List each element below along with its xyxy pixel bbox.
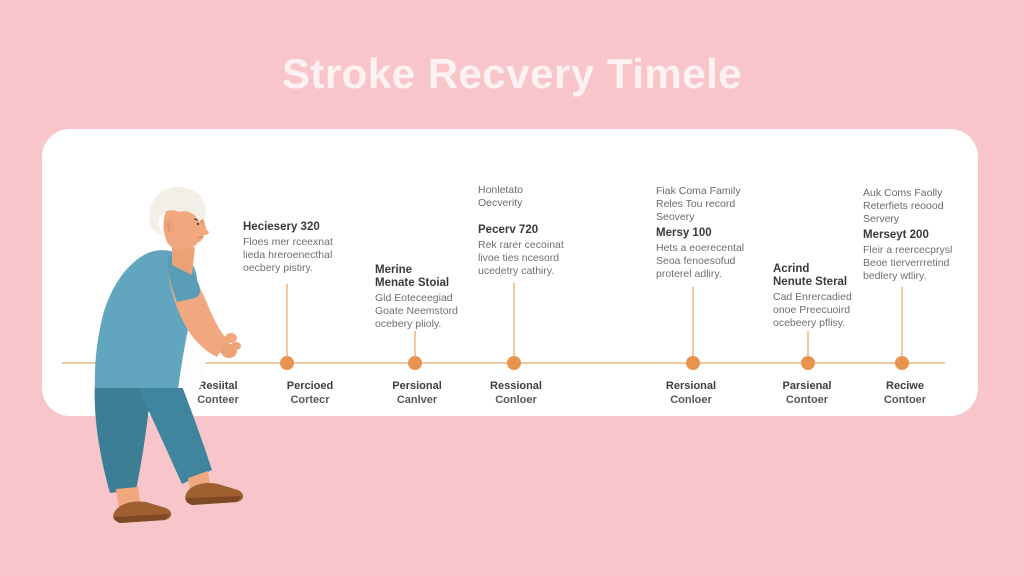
milestone-6-eyebrow-line: Reterfiets reoood [863, 200, 944, 212]
timeline-dot-1 [280, 356, 294, 370]
milestone-3-body-line: Rek rarer cecoinat [478, 239, 564, 251]
axis-label-2-line2: Cortecr [290, 394, 330, 406]
axis-label-1-line1: Resiital [198, 380, 238, 392]
axis-label-4-line1: Ressional [490, 380, 542, 392]
milestone-2-body-line: ocebery plioly. [375, 318, 442, 330]
milestone-2: Merine Menate Stoial Gld Eoteceegiad Goa… [375, 264, 493, 331]
milestone-5-title: Acrind [773, 263, 810, 275]
axis-label-3-line1: Persional [392, 380, 442, 392]
axis-label-5: Rersional Conloer [666, 379, 716, 407]
milestone-6-body-line: bedlery wtliry. [863, 270, 927, 282]
timeline-axis-line [62, 362, 945, 364]
milestone-4-eyebrow-line: Seovery [656, 211, 695, 223]
axis-label-3: Persional Canlver [392, 379, 442, 407]
milestone-3-body-line: ucedetry cathiry. [478, 265, 555, 277]
milestone-5-body-line: Cad Enrercadied [773, 291, 852, 303]
axis-label-6: Parsienal Contoer [783, 379, 832, 407]
timeline-stem-4 [692, 287, 694, 363]
milestone-4-body-line: proterel adliry. [656, 268, 722, 280]
milestone-4-title: Mersy 100 [656, 227, 712, 239]
timeline-dot-6 [895, 356, 909, 370]
milestone-2-body-line: Gld Eoteceegiad [375, 292, 453, 304]
milestone-2-body-line: Goate Neemstord [375, 305, 458, 317]
milestone-5-title: Nenute Steral [773, 276, 848, 288]
milestone-4-body-line: Hets a eoerecental [656, 242, 745, 254]
axis-label-1: Resiital Conteer [197, 379, 239, 407]
timeline-dot-5 [801, 356, 815, 370]
timeline-stem-1 [286, 284, 288, 363]
elderly-person-illustration [94, 186, 244, 523]
timeline-stem-5 [807, 331, 809, 363]
milestone-6-body-line: Beoe tierverrretind [863, 257, 950, 269]
milestone-3-body-line: livoe ties ncesord [478, 252, 560, 264]
milestone-3-title: Pecerv 720 [478, 224, 539, 236]
milestone-1-body-line: oecbery pistiry. [243, 262, 313, 274]
milestone-5: Acrind Nenute Steral Cad Enrercadied ono… [773, 263, 891, 330]
milestone-6-body-line: Fleir a reercecprysl [863, 244, 953, 256]
axis-label-4-line2: Conloer [495, 394, 537, 406]
timeline-stem-3 [513, 283, 515, 363]
milestone-4-eyebrow-line: Fiak Coma Family [656, 185, 741, 197]
axis-label-1-line2: Conteer [197, 394, 239, 406]
milestone-6: Auk Coms Faolly Reterfiets reoood Server… [863, 187, 981, 283]
page-title: Stroke Recvery Timele [281, 50, 743, 97]
axis-label-6-line1: Parsienal [782, 380, 832, 392]
axis-label-3-line2: Canlver [396, 394, 438, 406]
timeline-stem-2 [414, 331, 416, 363]
milestone-3-eyebrow-line: Honletato [478, 184, 523, 196]
axis-label-7: Reciwe Contoer [884, 379, 926, 407]
axis-label-6-line2: Contoer [785, 394, 829, 406]
milestone-1: Heciesery 320 Floes mer rceexnat lieda h… [243, 221, 361, 275]
milestone-4-eyebrow-line: Reles Tou record [656, 198, 736, 210]
axis-label-7-line2: Contoer [883, 394, 927, 406]
timeline-stem-6 [901, 287, 903, 363]
axis-label-4: Ressional Conloer [490, 379, 542, 407]
milestone-4-body-line: Seoa fenoesofud [656, 255, 736, 267]
milestone-1-body-line: Floes mer rceexnat [243, 236, 333, 248]
milestone-6-title: Merseyt 200 [863, 229, 929, 241]
timeline-dot-4 [686, 356, 700, 370]
milestone-3-eyebrow-line: Oecverity [478, 197, 523, 209]
milestone-1-body-line: lieda hreroenecthal [243, 249, 333, 261]
milestone-2-title: Merine [375, 264, 413, 276]
axis-label-2: Percioed Cortecr [287, 379, 333, 407]
axis-label-5-line2: Conloer [670, 394, 712, 406]
milestone-5-body-line: onoe Preecuoird [773, 304, 851, 316]
milestone-4: Fiak Coma Family Reles Tou record Seover… [656, 185, 774, 281]
milestone-6-eyebrow-line: Auk Coms Faolly [863, 187, 943, 199]
milestone-2-title: Menate Stoial [375, 277, 450, 289]
milestone-5-body-line: ocebeery pflisy. [773, 317, 846, 329]
milestone-3: Honletato Oecverity Pecerv 720 Rek rarer… [478, 184, 596, 278]
axis-label-2-line1: Percioed [286, 380, 334, 392]
axis-label-5-line1: Rersional [665, 380, 717, 392]
milestone-1-title: Heciesery 320 [243, 221, 320, 233]
timeline-dot-3 [507, 356, 521, 370]
timeline-dot-2 [408, 356, 422, 370]
milestone-6-eyebrow-line: Servery [863, 213, 900, 225]
axis-label-7-line1: Reciwe [886, 380, 924, 392]
